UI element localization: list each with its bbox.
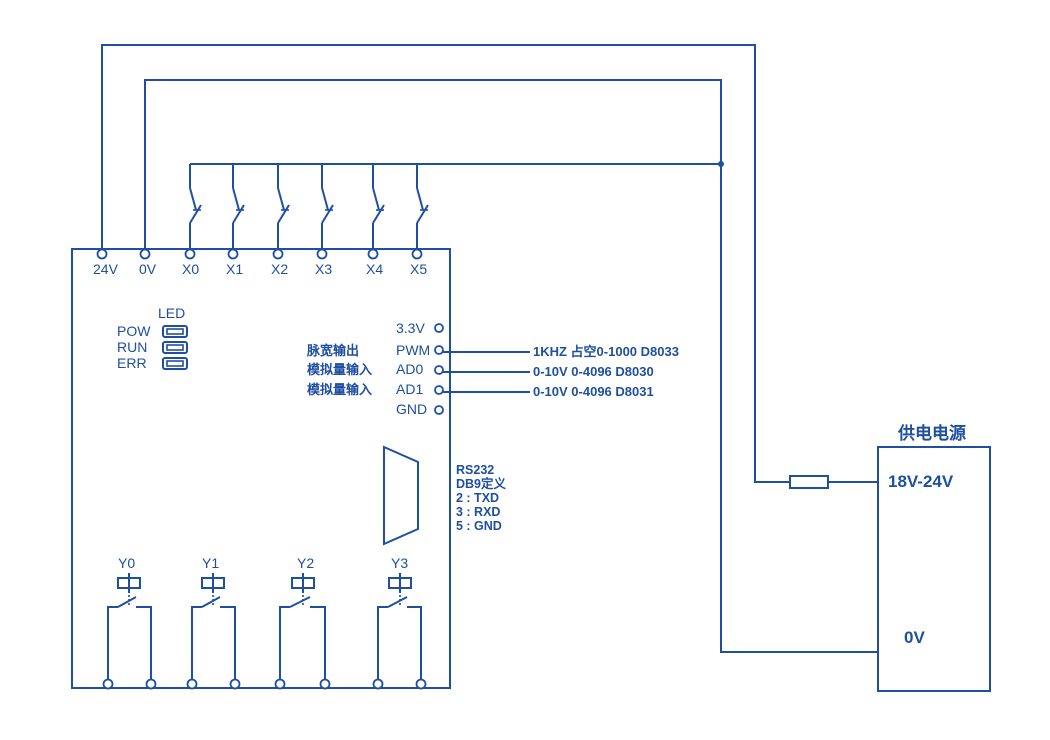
terminal-label-x2: X2 (271, 261, 288, 277)
wire-24v (101, 44, 790, 483)
bus-junction (718, 161, 724, 167)
terminal-label-x5: X5 (410, 261, 427, 277)
led-panel: LED POW RUN ERR (117, 305, 188, 371)
terminal-y0-a (102, 678, 114, 690)
led-label-run: RUN (117, 339, 147, 355)
controller-board (71, 248, 451, 689)
terminal-0v (139, 248, 151, 260)
terminal-x0 (184, 248, 196, 260)
right-terminals: 3.3V 脉宽输出 PWM 1KHZ 占空0-1000 D8033 模拟量输入 … (306, 320, 679, 417)
led-label-pow: POW (117, 323, 151, 339)
terminal-y3-a (372, 678, 384, 690)
terminal-x4 (367, 248, 379, 260)
terminal-ad1 (434, 385, 444, 395)
terminal-y3-b (415, 678, 427, 690)
led-title: LED (158, 305, 185, 321)
terminal-y2-a (274, 678, 286, 690)
led-label-err: ERR (117, 355, 147, 371)
terminal-y2-b (319, 678, 331, 690)
terminal-label-ad0: AD0 (396, 361, 423, 377)
terminal-24v (96, 248, 108, 260)
relay-label-y2: Y2 (297, 555, 314, 571)
switch-x4 (372, 164, 385, 249)
terminal-3v3 (434, 323, 444, 333)
terminal-ad0 (434, 365, 444, 375)
terminal-y1-b (229, 678, 241, 690)
switch-x2 (277, 164, 290, 249)
terminal-y0-b (145, 678, 157, 690)
power-supply-title: 供电电源 (897, 423, 966, 443)
rs232-title: RS232 (456, 463, 494, 477)
terminal-label-gnd: GND (396, 401, 427, 417)
rs232-pin-gnd: 5 : GND (456, 519, 502, 533)
fuse (789, 475, 829, 489)
led-run (162, 341, 188, 354)
top-terminals: 24V 0V X0 X1 X2 X3 X4 X5 (93, 248, 427, 277)
terminal-gnd (434, 405, 444, 415)
power-supply-negative-label: 0V (904, 628, 925, 647)
relay-label-y3: Y3 (391, 555, 408, 571)
input-switches (189, 164, 429, 249)
wire-0v (144, 79, 878, 653)
terminal-label-0v: 0V (139, 261, 157, 277)
terminal-x1 (227, 248, 239, 260)
relay-label-y1: Y1 (202, 555, 219, 571)
relay-label-y0: Y0 (118, 555, 135, 571)
terminal-label-ad1: AD1 (396, 381, 423, 397)
signal-label-ad1: 0-10V 0-4096 D8031 (533, 384, 654, 399)
rs232-pin-txd: 2 : TXD (456, 491, 499, 505)
terminal-label-x1: X1 (226, 261, 243, 277)
terminal-pwm (434, 345, 444, 355)
function-label-pwm: 脉宽输出 (306, 343, 359, 358)
relay-y3: Y3 (372, 555, 427, 690)
relay-y1: Y1 (186, 555, 241, 690)
switch-x5 (416, 164, 429, 249)
signal-label-ad0: 0-10V 0-4096 D8030 (533, 364, 654, 379)
rs232-pin-rxd: 3 : RXD (456, 505, 500, 519)
terminal-label-x3: X3 (315, 261, 332, 277)
terminal-x3 (316, 248, 328, 260)
switch-x1 (232, 164, 245, 249)
db9-connector (383, 445, 419, 546)
power-supply-box (877, 446, 991, 692)
function-label-ad1: 模拟量输入 (307, 382, 372, 397)
relay-y2: Y2 (274, 555, 331, 690)
terminal-x5 (411, 248, 423, 260)
terminal-label-x4: X4 (366, 261, 383, 277)
led-pow (162, 325, 188, 338)
terminal-label-3v3: 3.3V (396, 320, 425, 336)
switch-x0 (189, 164, 202, 249)
relay-y0: Y0 (102, 555, 157, 690)
function-label-ad0: 模拟量输入 (307, 362, 372, 377)
power-supply-positive-label: 18V-24V (888, 472, 954, 491)
rs232-subtitle: DB9定义 (456, 476, 507, 491)
terminal-y1-a (186, 678, 198, 690)
terminal-label-pwm: PWM (396, 342, 430, 358)
signal-label-pwm: 1KHZ 占空0-1000 D8033 (533, 344, 679, 359)
terminal-x2 (272, 248, 284, 260)
terminal-label-24v: 24V (93, 261, 119, 277)
rs232-legend: RS232 DB9定义 2 : TXD 3 : RXD 5 : GND (456, 463, 507, 533)
led-err (162, 357, 188, 370)
switch-x3 (321, 164, 334, 249)
terminal-label-x0: X0 (182, 261, 199, 277)
